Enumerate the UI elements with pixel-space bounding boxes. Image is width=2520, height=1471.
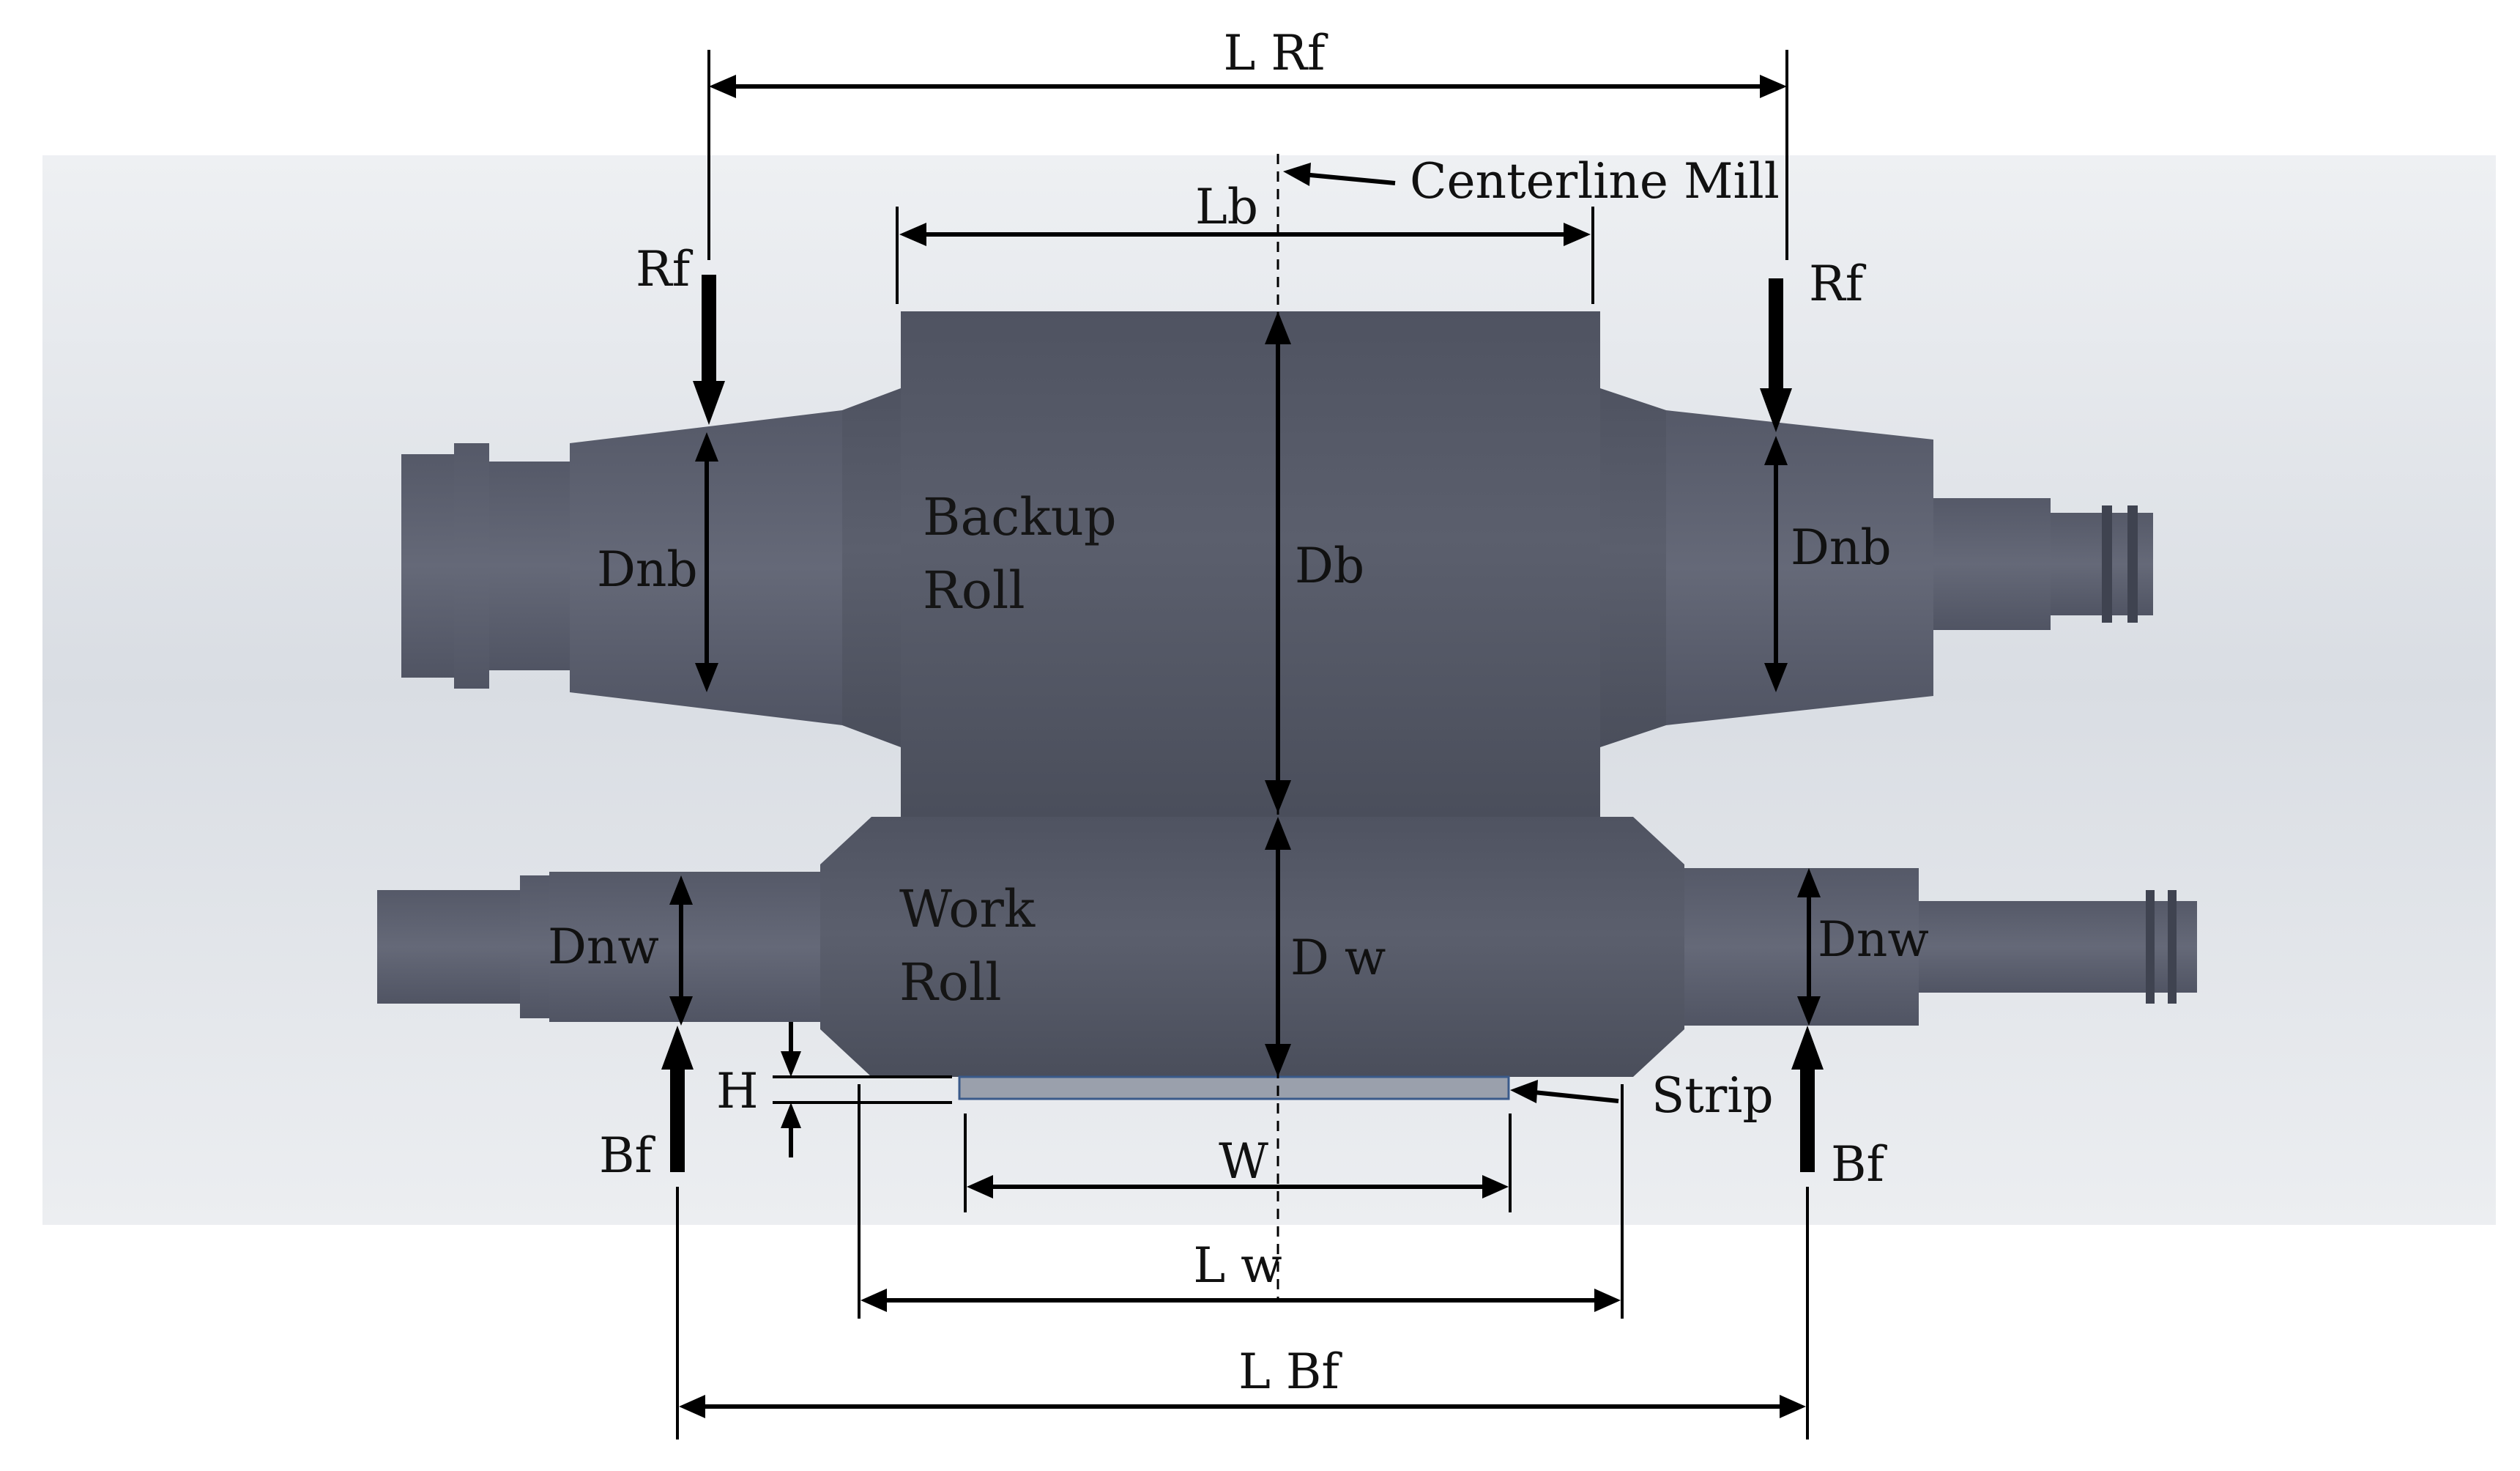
- work-roll-label-line2: Roll: [899, 952, 1002, 1012]
- dnb-right-dimension: Dnb: [1764, 436, 1892, 692]
- lrf-arrow-left: [709, 75, 736, 98]
- w-arrow-left: [967, 1175, 993, 1198]
- dnb-right-arrow-bottom: [1764, 663, 1788, 692]
- work-roll-right-fillet: [1633, 817, 1684, 1077]
- rf-force-left: Rf: [636, 241, 725, 425]
- backup-roll-right-groove: [2102, 505, 2112, 623]
- dnb-right-label: Dnb: [1791, 519, 1892, 576]
- h-arrow-top-head: [781, 1051, 801, 1077]
- dnb-left-label: Dnb: [597, 541, 698, 598]
- rf-force-right: Rf: [1760, 256, 1867, 432]
- strip: [958, 1075, 1510, 1100]
- dnw-right-label: Dnw: [1818, 911, 1929, 968]
- dnw-right-arrow-bottom: [1797, 996, 1821, 1026]
- lb-arrow-right: [1564, 223, 1591, 246]
- lw-arrow-right: [1594, 1289, 1621, 1312]
- h-arrow-bottom-head: [781, 1103, 801, 1128]
- strip-leader: [1526, 1089, 1619, 1103]
- work-roll-left-fillet: [820, 817, 871, 1077]
- work-roll-right-groove: [2168, 890, 2177, 1004]
- lb-label: Lb: [1195, 179, 1258, 235]
- backup-roll-right-taper: [1666, 410, 1933, 725]
- backup-roll-right-fillet: [1600, 388, 1666, 747]
- dw-arrow-bottom: [1265, 1044, 1291, 1077]
- lbf-label: L Bf: [1238, 1344, 1342, 1400]
- dnb-left-arrow-bottom: [695, 663, 718, 692]
- dnb-left-dimension: Dnb: [597, 432, 718, 692]
- backup-roll-left-journal: [489, 462, 570, 670]
- bf-right-arrow-head: [1791, 1026, 1824, 1070]
- db-dimension: Db: [1265, 311, 1364, 813]
- lrf-arrow-right: [1760, 75, 1787, 98]
- dnw-left-arrow-top: [669, 875, 693, 905]
- w-label: W: [1219, 1133, 1268, 1190]
- dw-label: D w: [1290, 930, 1386, 986]
- centerline-leader-arrow: [1283, 163, 1311, 186]
- rf-right-label: Rf: [1809, 256, 1867, 312]
- bf-left-arrow-head: [661, 1026, 694, 1070]
- backup-roll-label-line1: Backup: [923, 487, 1117, 547]
- strip-callout: Strip: [1510, 1067, 1774, 1124]
- work-roll-left-end: [377, 890, 538, 1004]
- strip-label: Strip: [1651, 1067, 1774, 1124]
- db-arrow-top: [1265, 311, 1291, 344]
- w-dimension: W: [964, 1114, 1512, 1212]
- work-roll-label-line1: Work: [899, 879, 1036, 939]
- lb-dimension: Lb: [896, 179, 1594, 304]
- lw-label: L w: [1193, 1237, 1282, 1294]
- backup-roll-barrel: [901, 311, 1600, 817]
- dw-arrow-top: [1265, 817, 1291, 850]
- bf-right-label: Bf: [1831, 1136, 1888, 1193]
- dnw-left-dimension: Dnw: [548, 875, 693, 1026]
- backup-roll-right-journal: [1933, 498, 2051, 630]
- w-arrow-right: [1482, 1175, 1509, 1198]
- lb-arrow-left: [899, 223, 926, 246]
- db-label: Db: [1295, 538, 1364, 594]
- rf-right-arrow-head: [1760, 388, 1792, 432]
- rf-left-label: Rf: [636, 241, 694, 297]
- work-roll-right-groove: [2146, 890, 2155, 1004]
- h-dimension: H: [716, 1022, 952, 1157]
- work-roll-left-collar: [520, 875, 549, 1018]
- centerline-callout: Centerline Mill: [1283, 153, 1780, 210]
- bf-left-label: Bf: [599, 1127, 656, 1184]
- dnw-left-label: Dnw: [548, 919, 659, 975]
- db-arrow-bottom: [1265, 780, 1291, 813]
- rf-left-arrow-head: [693, 381, 725, 425]
- dw-dimension: D w: [1265, 817, 1386, 1077]
- centerline-label: Centerline Mill: [1410, 153, 1780, 210]
- work-roll-barrel: [871, 817, 1633, 1077]
- backup-roll: [401, 311, 2153, 817]
- lw-dimension: L w: [858, 1084, 1624, 1319]
- dnw-right-dimension: Dnw: [1797, 868, 1929, 1026]
- lbf-dimension: L Bf: [676, 1187, 1809, 1439]
- centerline-leader: [1294, 171, 1396, 185]
- backup-roll-label-line2: Roll: [923, 560, 1025, 620]
- backup-roll-right-groove: [2127, 505, 2138, 623]
- bf-force-right: Bf: [1791, 1026, 1888, 1193]
- h-label: H: [716, 1063, 759, 1119]
- lrf-dimension: L Rf: [707, 25, 1788, 260]
- lbf-arrow-left: [679, 1395, 705, 1418]
- work-roll-right-shaft: [1919, 901, 2197, 993]
- dnw-left-arrow-bottom: [669, 996, 693, 1026]
- dnb-right-arrow-top: [1764, 436, 1788, 465]
- dnb-left-arrow-top: [695, 432, 718, 462]
- lrf-label: L Rf: [1224, 25, 1329, 81]
- backup-roll-left-fillet: [842, 388, 901, 747]
- strip-leader-arrow: [1510, 1080, 1538, 1103]
- lw-arrow-left: [861, 1289, 887, 1312]
- backup-roll-left-flange: [454, 443, 489, 689]
- bf-force-left: Bf: [599, 1026, 694, 1184]
- lbf-arrow-right: [1780, 1395, 1806, 1418]
- dnw-right-arrow-top: [1797, 868, 1821, 897]
